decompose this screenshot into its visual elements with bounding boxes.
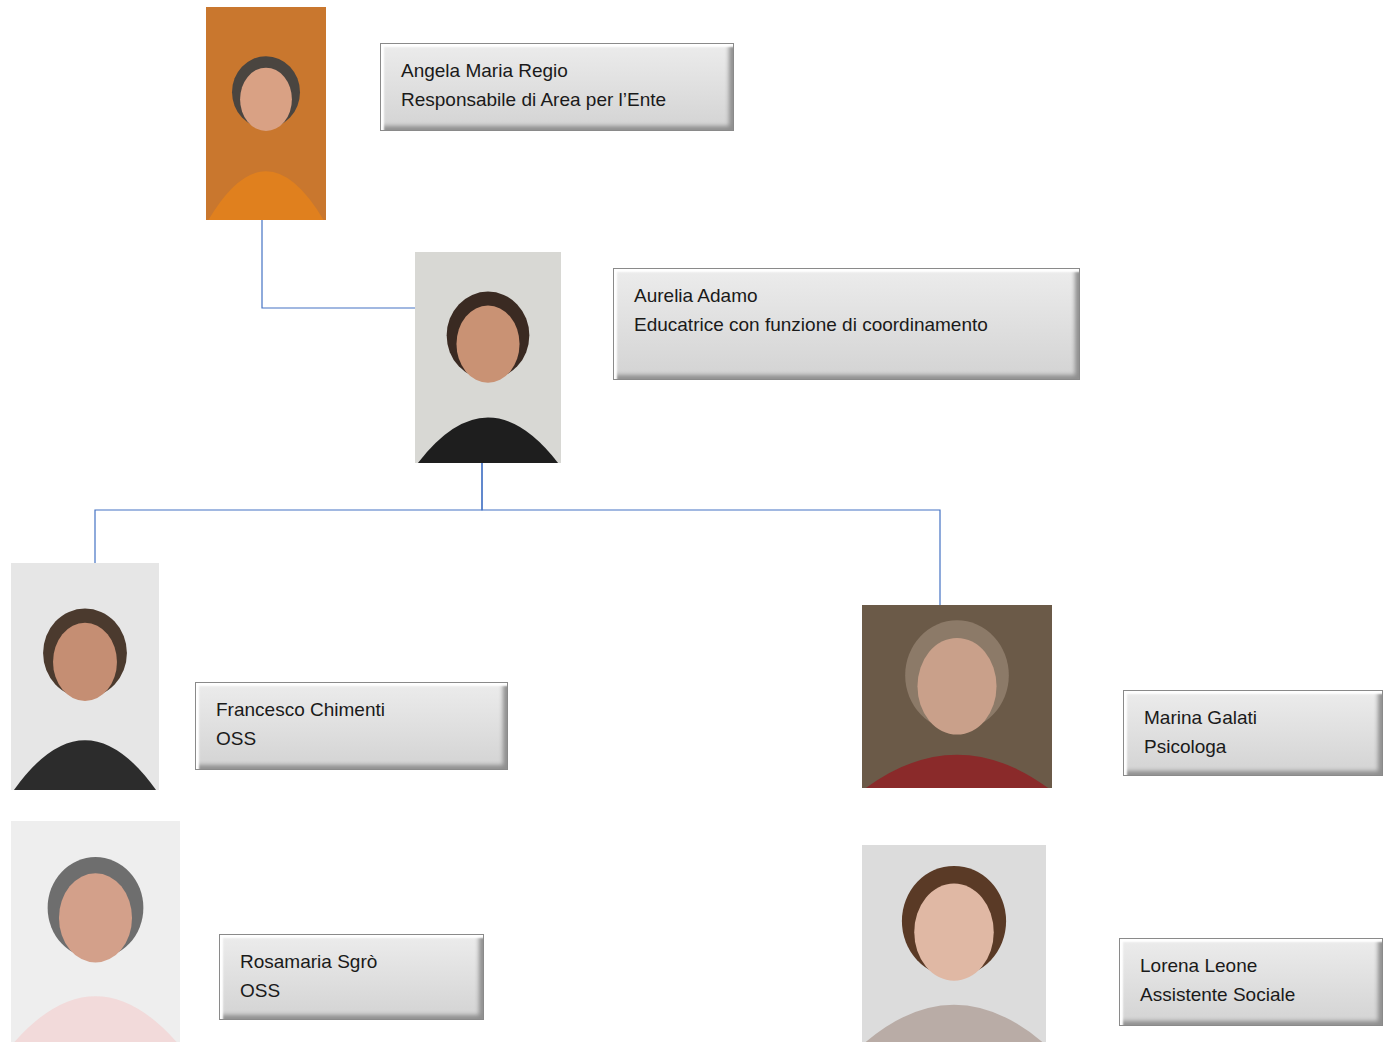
staff-card: Marina GalatiPsicologa xyxy=(862,605,1383,788)
person-name: Francesco Chimenti xyxy=(216,695,487,724)
photo-face xyxy=(914,884,993,981)
person-name: Angela Maria Regio xyxy=(401,56,713,85)
label-box: Angela Maria RegioResponsabile di Area p… xyxy=(380,43,734,131)
person-role: Responsabile di Area per l’Ente xyxy=(401,85,713,114)
label-box: Marina GalatiPsicologa xyxy=(1123,690,1383,776)
person-role: Assistente Sociale xyxy=(1140,980,1362,1009)
portrait-photo xyxy=(206,7,326,220)
photo-shoulders xyxy=(14,740,156,790)
label-box: Francesco ChimentiOSS xyxy=(195,682,508,770)
person-role: OSS xyxy=(240,976,463,1005)
staff-card: Rosamaria SgròOSS xyxy=(11,821,484,1042)
label-box: Lorena LeoneAssistente Sociale xyxy=(1119,938,1383,1026)
photo-face xyxy=(59,873,132,962)
org-connector xyxy=(482,463,940,605)
photo-background xyxy=(862,605,1052,788)
photo-face xyxy=(917,638,996,735)
person-role: Psicologa xyxy=(1144,732,1362,761)
photo-shoulders xyxy=(208,171,323,220)
photo-face xyxy=(456,306,519,383)
person-name: Rosamaria Sgrò xyxy=(240,947,463,976)
photo-shoulders xyxy=(866,1005,1043,1042)
staff-card: Aurelia AdamoEducatrice con funzione di … xyxy=(415,252,1080,463)
portrait-photo xyxy=(11,563,159,790)
person-name: Lorena Leone xyxy=(1140,951,1362,980)
photo-background xyxy=(11,563,159,790)
portrait-photo xyxy=(862,845,1046,1042)
portrait-photo xyxy=(11,821,180,1042)
photo-background xyxy=(11,821,180,1042)
photo-background xyxy=(415,252,561,463)
label-box: Aurelia AdamoEducatrice con funzione di … xyxy=(613,268,1080,380)
org-connector xyxy=(262,220,415,308)
person-role: OSS xyxy=(216,724,487,753)
person-name: Aurelia Adamo xyxy=(634,281,1059,310)
person-role: Educatrice con funzione di coordinamento xyxy=(634,310,1059,339)
portrait-photo xyxy=(862,605,1052,788)
photo-background xyxy=(206,7,326,220)
photo-background xyxy=(862,845,1046,1042)
portrait-photo xyxy=(415,252,561,463)
photo-face xyxy=(53,623,117,701)
person-name: Marina Galati xyxy=(1144,703,1362,732)
photo-face xyxy=(240,68,292,131)
photo-shoulders xyxy=(418,418,558,463)
org-connector xyxy=(95,463,482,563)
staff-card: Lorena LeoneAssistente Sociale xyxy=(862,845,1383,1042)
staff-card: Francesco ChimentiOSS xyxy=(11,563,508,790)
photo-shoulders xyxy=(14,996,176,1042)
staff-card: Angela Maria RegioResponsabile di Area p… xyxy=(206,7,734,220)
label-box: Rosamaria SgròOSS xyxy=(219,934,484,1020)
photo-shoulders xyxy=(866,755,1048,788)
